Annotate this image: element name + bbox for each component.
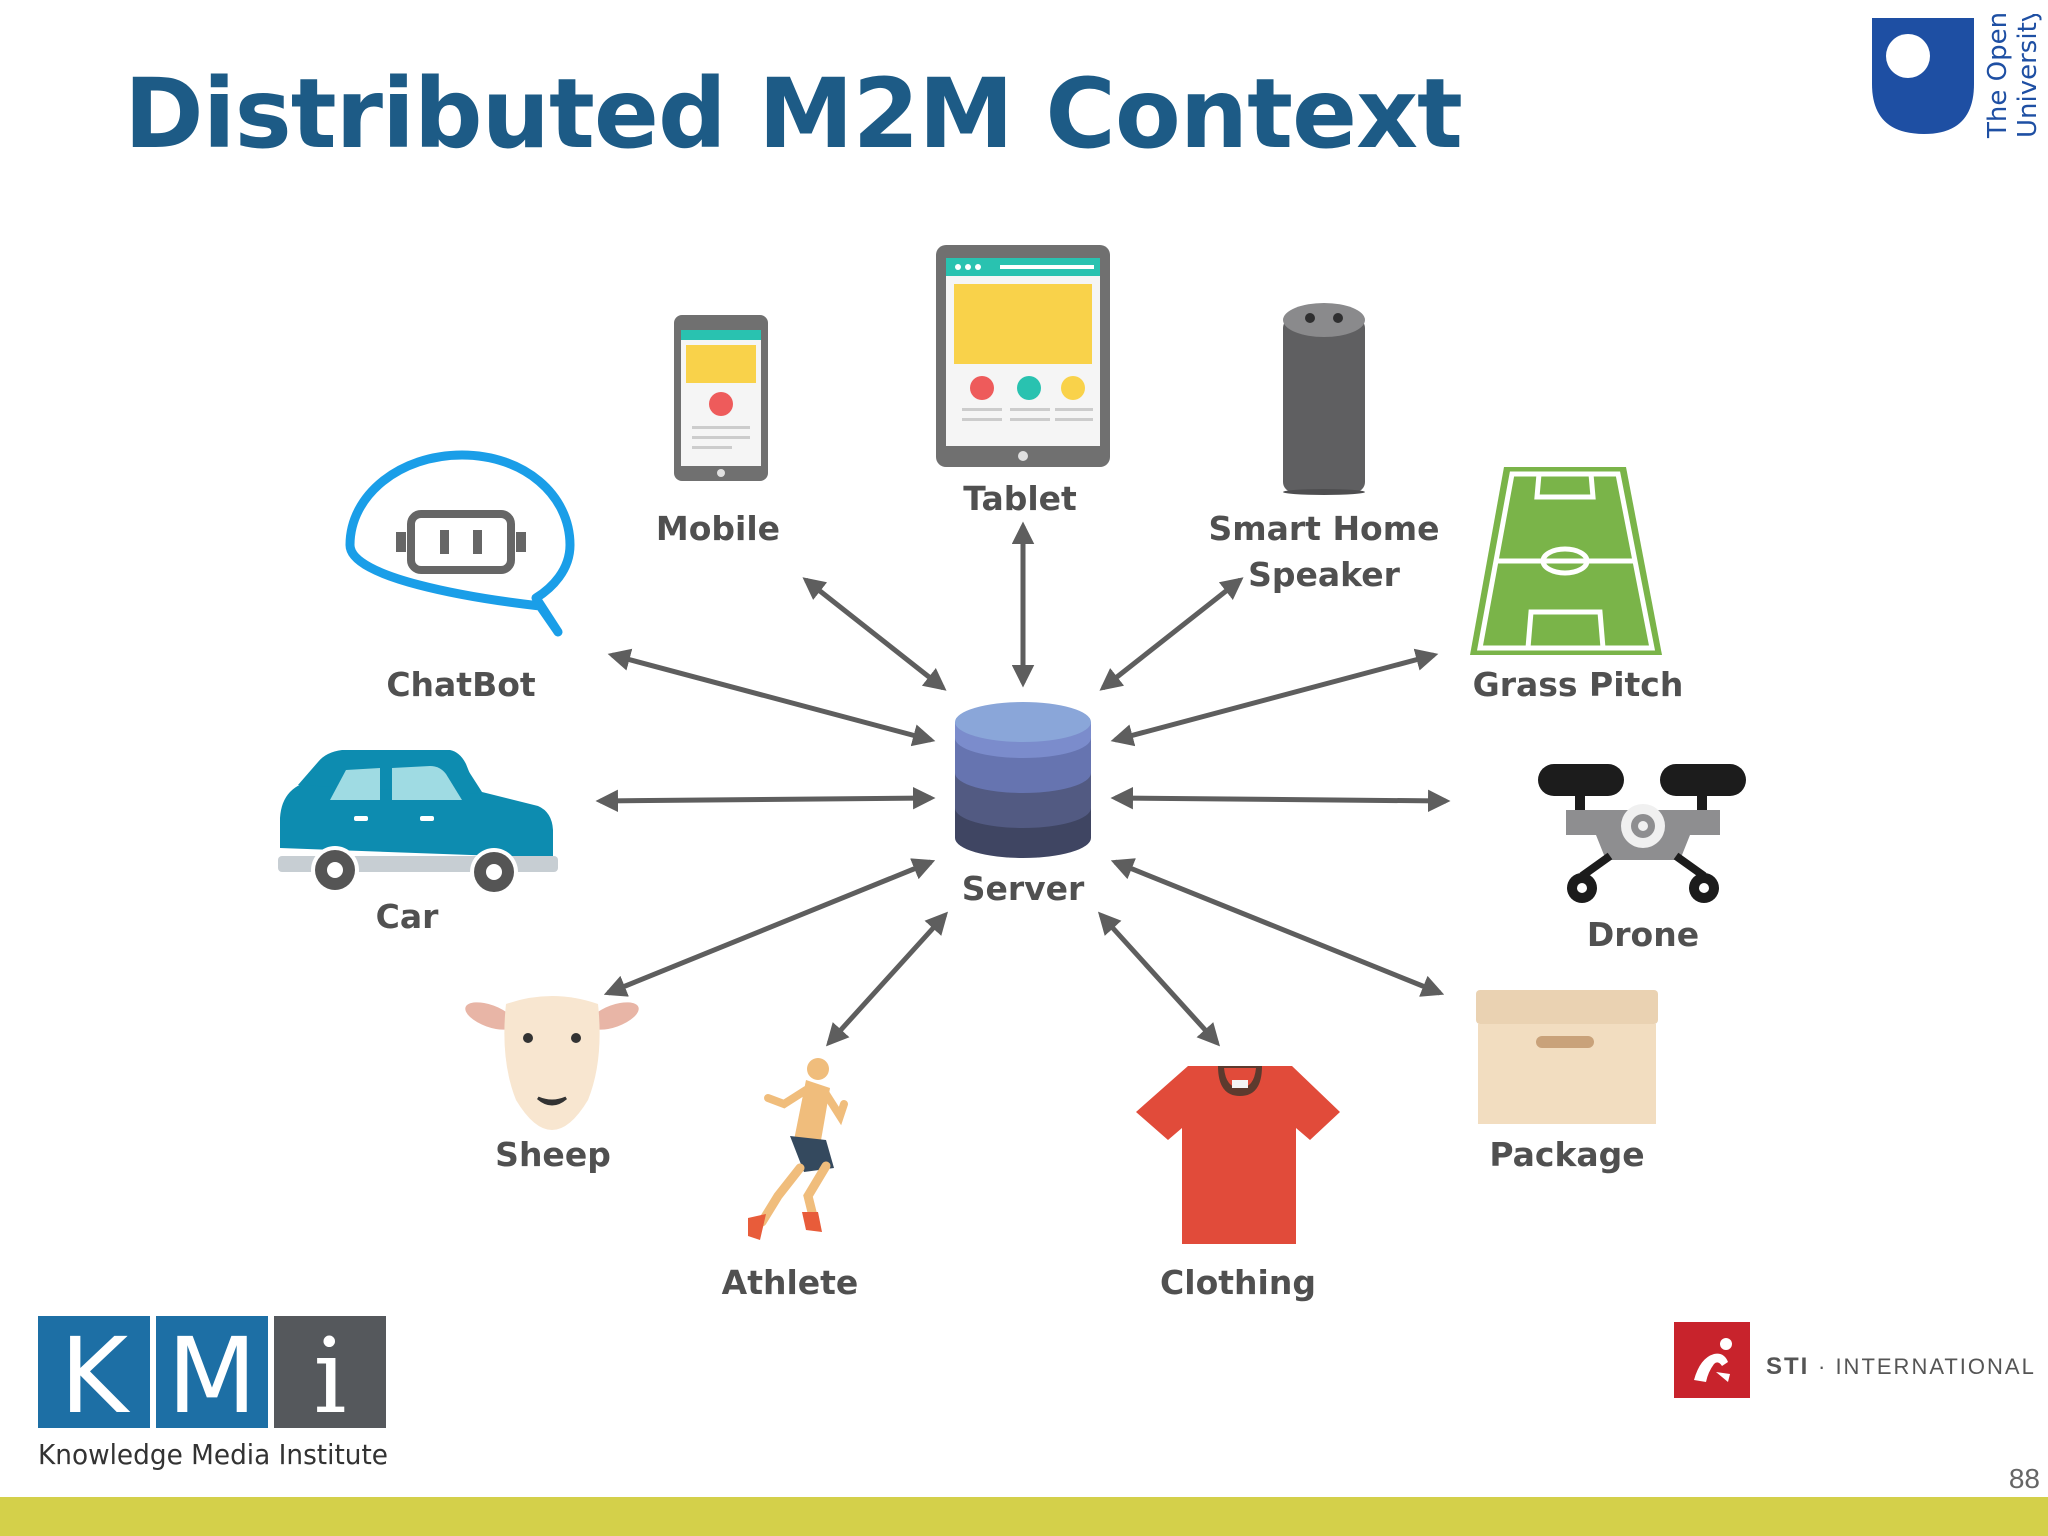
football-pitch-icon: [1470, 467, 1662, 655]
arrow-server-speaker: [1099, 577, 1244, 691]
car-label: Car: [376, 897, 439, 936]
sheep-label: Sheep: [495, 1135, 611, 1174]
mobile-label: Mobile: [656, 509, 780, 548]
kmi-caption: Knowledge Media Institute: [38, 1438, 388, 1471]
athlete-label: Athlete: [722, 1263, 859, 1302]
open-university-logo: The Open University: [1872, 14, 2043, 139]
sheep-icon: [465, 996, 639, 1130]
kmi-letter-m: M: [167, 1316, 257, 1437]
pitch-label: Grass Pitch: [1473, 665, 1684, 704]
t-shirt-icon: [1136, 1066, 1340, 1244]
package-label: Package: [1489, 1135, 1644, 1174]
arrow-server-chatbot: [607, 648, 936, 747]
kmi-letter-k: K: [60, 1316, 131, 1437]
car-icon: [278, 750, 558, 896]
slide-title: Distributed M2M Context: [124, 58, 1463, 170]
tablet-label: Tablet: [963, 479, 1077, 518]
smart-speaker-icon: [1283, 303, 1365, 495]
arrow-server-athlete: [825, 911, 949, 1047]
kmi-letter-i: i: [313, 1316, 346, 1437]
arrow-server-drone: [1110, 786, 1451, 813]
clothing-label: Clothing: [1160, 1263, 1316, 1302]
runner-icon: [748, 1058, 848, 1240]
drone-label: Drone: [1587, 915, 1699, 954]
open-university-line1: The Open: [1983, 14, 2013, 139]
speaker-label-line1: Smart Home: [1208, 509, 1439, 548]
arrow-server-mobile-line: [802, 577, 947, 691]
arrow-server-car: [595, 786, 936, 813]
box-icon: [1476, 990, 1658, 1124]
connection-arrows: [595, 521, 1451, 1047]
mobile-phone-icon: [674, 315, 768, 481]
page-number: 88: [2008, 1463, 2040, 1494]
sti-text-bold: STI: [1766, 1353, 1809, 1380]
tablet-icon: [936, 245, 1110, 467]
speaker-label-line2: Speaker: [1248, 555, 1400, 594]
arrow-server-clothing: [1097, 911, 1221, 1047]
drone-icon: [1538, 764, 1746, 903]
chatbot-icon: [345, 450, 575, 637]
open-university-line2: University: [2013, 14, 2043, 138]
kmi-logo: K M i Knowledge Media Institute: [38, 1316, 388, 1471]
database-server-icon: [955, 702, 1091, 858]
sti-text-rest: · INTERNATIONAL: [1818, 1354, 2036, 1379]
chatbot-label: ChatBot: [386, 665, 536, 704]
arrow-server-pitch: [1110, 648, 1439, 747]
server-label: Server: [962, 869, 1085, 908]
arrow-server-sheep: [603, 858, 936, 997]
footer-bar: [0, 1497, 2048, 1536]
arrow-server-package: [1110, 858, 1445, 997]
sti-international-logo: STI · INTERNATIONAL: [1674, 1322, 2036, 1398]
